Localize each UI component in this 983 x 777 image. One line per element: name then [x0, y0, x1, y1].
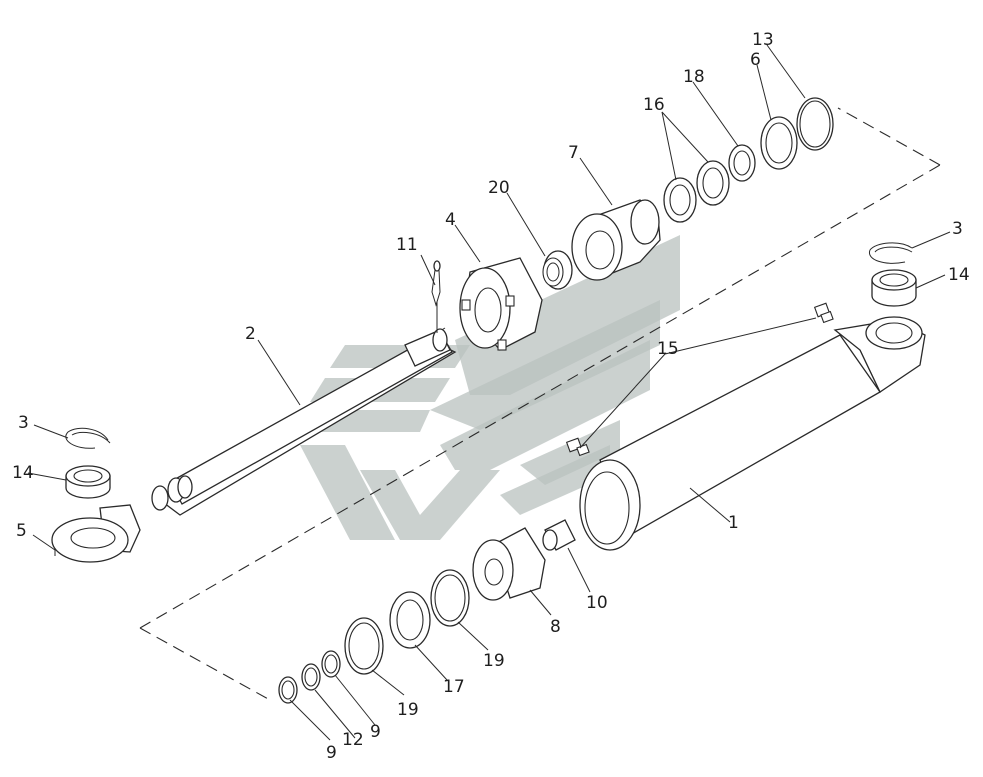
label-2: 2	[245, 324, 256, 344]
guide-bushing	[571, 199, 661, 281]
label-15: 15	[657, 339, 679, 359]
ring-18	[728, 144, 756, 182]
label-10: 10	[586, 593, 608, 613]
o-ring-9-left	[278, 676, 298, 704]
callout-labels: 1 2 3 3 4 5 6 7 8 9 9 10 11 12 13 14 14 …	[12, 30, 970, 763]
label-1: 1	[728, 513, 739, 533]
label-3-left: 3	[18, 413, 29, 433]
label-19-upper: 19	[483, 651, 505, 671]
o-ring-12	[301, 663, 321, 691]
label-12: 12	[342, 730, 364, 750]
ring-6	[760, 116, 798, 170]
seal-16-a	[663, 177, 697, 223]
label-6: 6	[750, 50, 761, 70]
bushing-right	[871, 269, 917, 307]
label-11: 11	[396, 235, 418, 255]
label-14-right: 14	[948, 265, 970, 285]
nut	[459, 257, 543, 351]
grease-fitting-bottom	[565, 437, 590, 457]
bushing-left	[65, 465, 111, 499]
o-ring-9-right	[321, 650, 341, 678]
label-8: 8	[550, 617, 561, 637]
seal-16-b	[696, 160, 730, 206]
label-5: 5	[16, 521, 27, 541]
label-19-lower: 19	[397, 700, 419, 720]
cotter-pin	[431, 260, 441, 307]
ring-19-upper	[430, 569, 470, 627]
label-17: 17	[443, 677, 465, 697]
label-4: 4	[445, 210, 456, 230]
label-9-right: 9	[370, 722, 381, 742]
label-18: 18	[683, 67, 705, 87]
label-7: 7	[568, 143, 579, 163]
label-14-left: 14	[12, 463, 34, 483]
label-9-left: 9	[326, 743, 337, 763]
rod-eye	[51, 504, 141, 563]
ring-19-lower	[344, 617, 384, 675]
label-3-right: 3	[952, 219, 963, 239]
piston-nut	[542, 519, 576, 551]
piston-rod	[151, 302, 457, 516]
cylinder-barrel	[579, 316, 926, 551]
label-13: 13	[752, 30, 774, 50]
leader-lines	[27, 44, 951, 741]
watermark-logo	[300, 235, 680, 540]
ring-13	[796, 97, 834, 151]
retaining-ring-left	[65, 427, 111, 449]
ring-17	[389, 591, 431, 649]
piston	[472, 527, 546, 601]
label-16: 16	[643, 95, 665, 115]
grease-fitting-top	[813, 302, 834, 324]
retaining-ring-right	[869, 242, 913, 264]
seal-20	[542, 250, 573, 290]
label-20: 20	[488, 178, 510, 198]
assembly-dashed-lines	[139, 107, 941, 701]
